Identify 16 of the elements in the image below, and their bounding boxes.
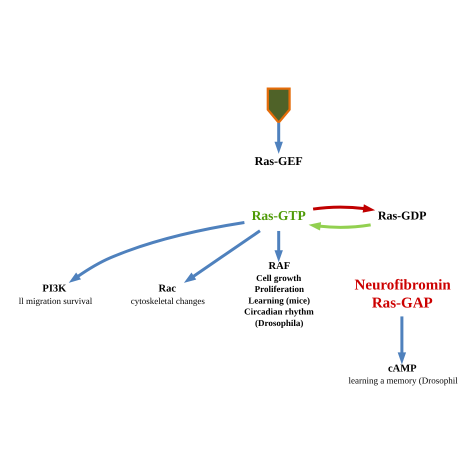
arrow bbox=[68, 220, 245, 282]
node-text: cAMP learning a memory (Drosophil bbox=[348, 362, 458, 386]
arrow bbox=[184, 229, 261, 282]
node-text: Rac cytoskeletal changes bbox=[130, 283, 205, 306]
node-text: Ras-GDP bbox=[378, 208, 427, 222]
node-text: Ras-GTP bbox=[252, 207, 306, 222]
node-receptor bbox=[266, 86, 291, 124]
arrow bbox=[398, 316, 406, 364]
arrow bbox=[312, 204, 376, 212]
arrow bbox=[274, 230, 283, 262]
node-text: Ras-GEF bbox=[254, 154, 303, 168]
node-text: RAF Cell growth Proliferation Learning (mice) Circadian rhythm (Drosophila) bbox=[244, 260, 314, 328]
arrow bbox=[308, 222, 371, 230]
node-text: PI3K ll migration survival bbox=[18, 283, 92, 306]
arrow bbox=[274, 122, 283, 154]
node-text: Neurofibromin Ras-GAP bbox=[354, 276, 451, 311]
